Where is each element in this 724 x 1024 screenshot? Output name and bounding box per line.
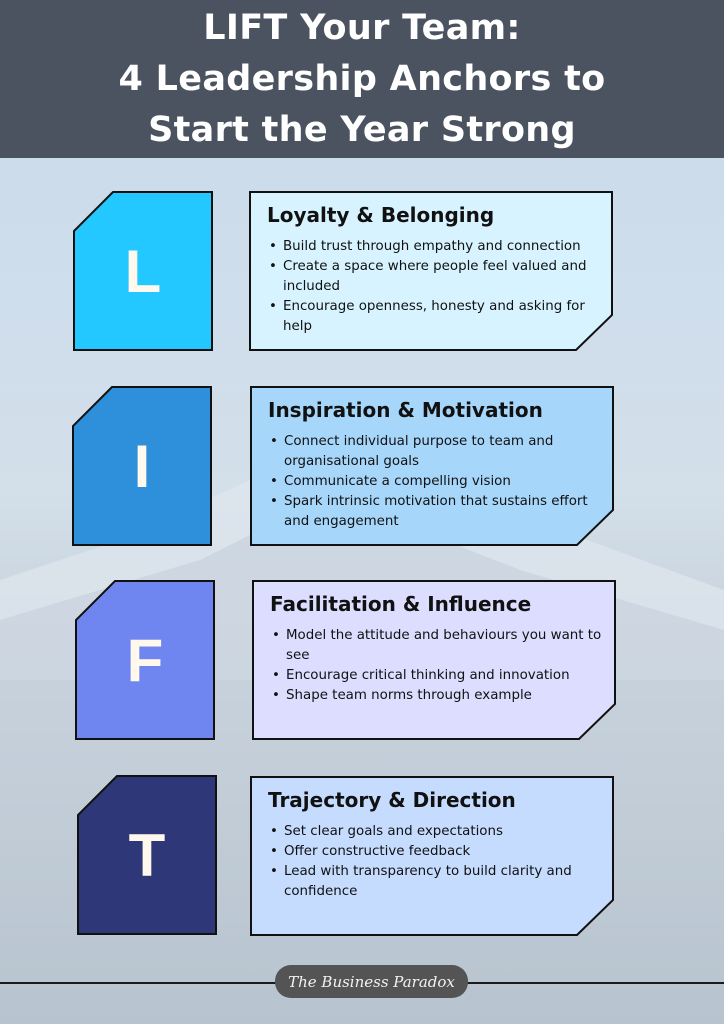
title-line-1: LIFT Your Team: <box>203 8 521 48</box>
anchor-title: Loyalty & Belonging <box>267 203 495 227</box>
anchor-letter: L <box>124 237 162 305</box>
anchor-letter-block: F <box>75 580 215 740</box>
anchor-card: Facilitation & InfluenceModel the attitu… <box>252 580 616 740</box>
anchor-bullet: Offer constructive feedback <box>268 842 600 862</box>
anchor-bullet-list: Set clear goals and expectationsOffer co… <box>268 822 600 902</box>
anchor-bullet: Model the attitude and behaviours you wa… <box>270 626 602 666</box>
anchor-bullet: Shape team norms through example <box>270 686 602 706</box>
anchor-card: Loyalty & BelongingBuild trust through e… <box>249 191 613 351</box>
anchor-card: Trajectory & DirectionSet clear goals an… <box>250 776 614 936</box>
anchor-bullet: Build trust through empathy and connecti… <box>267 237 599 257</box>
anchor-bullet-list: Build trust through empathy and connecti… <box>267 237 599 337</box>
anchor-bullet-list: Connect individual purpose to team and o… <box>268 432 600 532</box>
anchor-bullet: Spark intrinsic motivation that sustains… <box>268 492 600 532</box>
anchor-bullet: Communicate a compelling vision <box>268 472 600 492</box>
anchor-bullet-list: Model the attitude and behaviours you wa… <box>270 626 602 706</box>
anchor-bullet: Encourage critical thinking and innovati… <box>270 666 602 686</box>
anchor-bullet: Create a space where people feel valued … <box>267 257 599 297</box>
title-line-2: 4 Leadership Anchors to <box>118 59 606 99</box>
anchor-letter: T <box>128 821 166 889</box>
anchor-letter-block: I <box>72 386 212 546</box>
anchor-bullet: Connect individual purpose to team and o… <box>268 432 600 472</box>
anchor-letter-block: T <box>77 775 217 935</box>
anchor-title: Trajectory & Direction <box>268 788 516 812</box>
brand-badge: The Business Paradox <box>275 965 468 998</box>
anchor-letter: F <box>126 626 164 694</box>
anchor-letter: I <box>133 432 151 500</box>
anchor-bullet: Encourage openness, honesty and asking f… <box>267 297 599 337</box>
title-line-3: Start the Year Strong <box>148 110 576 150</box>
anchor-title: Inspiration & Motivation <box>268 398 543 422</box>
anchor-title: Facilitation & Influence <box>270 592 532 616</box>
page-header: LIFT Your Team: 4 Leadership Anchors to … <box>0 0 724 158</box>
anchor-letter-block: L <box>73 191 213 351</box>
anchor-bullet: Lead with transparency to build clarity … <box>268 862 600 902</box>
anchor-bullet: Set clear goals and expectations <box>268 822 600 842</box>
anchor-card: Inspiration & MotivationConnect individu… <box>250 386 614 546</box>
